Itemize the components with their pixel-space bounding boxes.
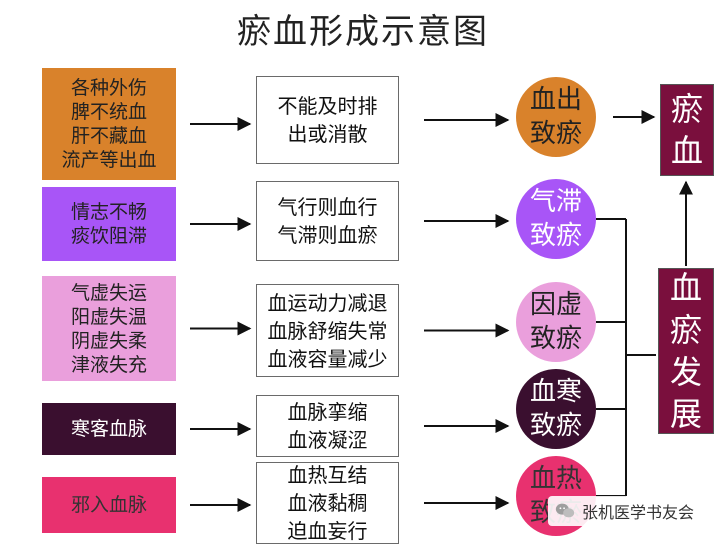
mechanism-box-line: 气滞则血瘀: [277, 223, 378, 247]
mechanism-box-line: 血脉舒缩失常: [267, 318, 388, 343]
cause-box: 情志不畅痰饮阻滞: [42, 187, 176, 261]
cause-box: 气虚失运阳虚失温阴虚失柔津液失充: [42, 276, 176, 381]
blood-stasis-box: 瘀血: [660, 84, 714, 176]
mechanism-box-line: 出或消散: [287, 122, 368, 146]
stasis-type-circle-line: 致瘀: [529, 119, 582, 149]
cause-box: 邪入血脉: [42, 477, 176, 533]
mechanism-box-line: 血液黏稠: [287, 491, 368, 515]
stasis-type-circle-line: 致瘀: [529, 221, 582, 251]
mechanism-box: 气行则血行气滞则血瘀: [256, 181, 399, 261]
cause-box-line: 流产等出血: [61, 149, 157, 171]
mechanism-box: 不能及时排出或消散: [256, 76, 399, 164]
cause-box-line: 痰饮阻滞: [70, 225, 147, 247]
cause-box-line: 津液失充: [70, 353, 147, 376]
mechanism-box-line: 血液凝涩: [287, 428, 368, 452]
cause-box: 各种外伤脾不统血肝不藏血流产等出血: [42, 68, 176, 180]
stasis-development-box-line: 发: [669, 353, 702, 391]
cause-box-line: 寒客血脉: [70, 418, 147, 440]
stasis-development-box-line: 瘀: [669, 311, 702, 349]
mechanism-box-line: 不能及时排: [277, 94, 378, 118]
stasis-development-box-line: 血: [669, 269, 702, 307]
mechanism-box: 血热互结血液黏稠迫血妄行: [256, 462, 399, 544]
cause-box-line: 邪入血脉: [70, 494, 147, 516]
mechanism-box-line: 血运动力减退: [267, 290, 388, 315]
stasis-type-circle: 血寒致瘀: [516, 369, 596, 449]
stasis-type-circle-line: 因虚: [529, 290, 582, 320]
mechanism-box-line: 血液容量减少: [267, 346, 388, 371]
blood-stasis-box-line: 瘀: [670, 90, 703, 128]
stasis-type-circle: 气滞致瘀: [516, 179, 596, 259]
stasis-type-circle-line: 致瘀: [529, 324, 582, 354]
cause-box: 寒客血脉: [42, 403, 176, 455]
cause-box-line: 气虚失运: [70, 281, 147, 304]
mechanism-box: 血脉挛缩血液凝涩: [256, 395, 399, 457]
stasis-development-box-line: 展: [669, 395, 702, 433]
watermark: 张机医学书友会: [548, 496, 718, 526]
cause-box-line: 肝不藏血: [70, 125, 147, 147]
mechanism-box-line: 迫血妄行: [287, 519, 368, 543]
cause-box-line: 阴虚失柔: [70, 329, 147, 352]
stasis-type-circle: 血出致瘀: [516, 77, 596, 157]
stasis-type-circle: 因虚致瘀: [516, 282, 596, 362]
mechanism-box: 血运动力减退血脉舒缩失常血液容量减少: [256, 284, 399, 377]
stasis-development-box: 血瘀发展: [658, 268, 714, 434]
stasis-type-circle-line: 血寒: [529, 377, 582, 407]
mechanism-box-line: 血热互结: [287, 463, 368, 487]
stasis-type-circle-line: 血热: [529, 464, 582, 494]
blood-stasis-box-line: 血: [670, 132, 703, 170]
mechanism-box-line: 气行则血行: [277, 195, 378, 219]
cause-box-line: 各种外伤: [70, 77, 147, 99]
stasis-type-circle-line: 血出: [529, 85, 582, 115]
watermark-text: 张机医学书友会: [582, 503, 695, 522]
page-title: 瘀血形成示意图: [237, 12, 489, 52]
wechat-icon: [555, 503, 575, 518]
stasis-type-circle-line: 气滞: [529, 187, 582, 217]
mechanism-box-line: 血脉挛缩: [287, 400, 368, 424]
cause-box-line: 阳虚失温: [70, 305, 147, 328]
stasis-type-circle-line: 致瘀: [529, 411, 582, 441]
cause-box-line: 情志不畅: [70, 201, 147, 223]
cause-box-line: 脾不统血: [70, 101, 147, 123]
